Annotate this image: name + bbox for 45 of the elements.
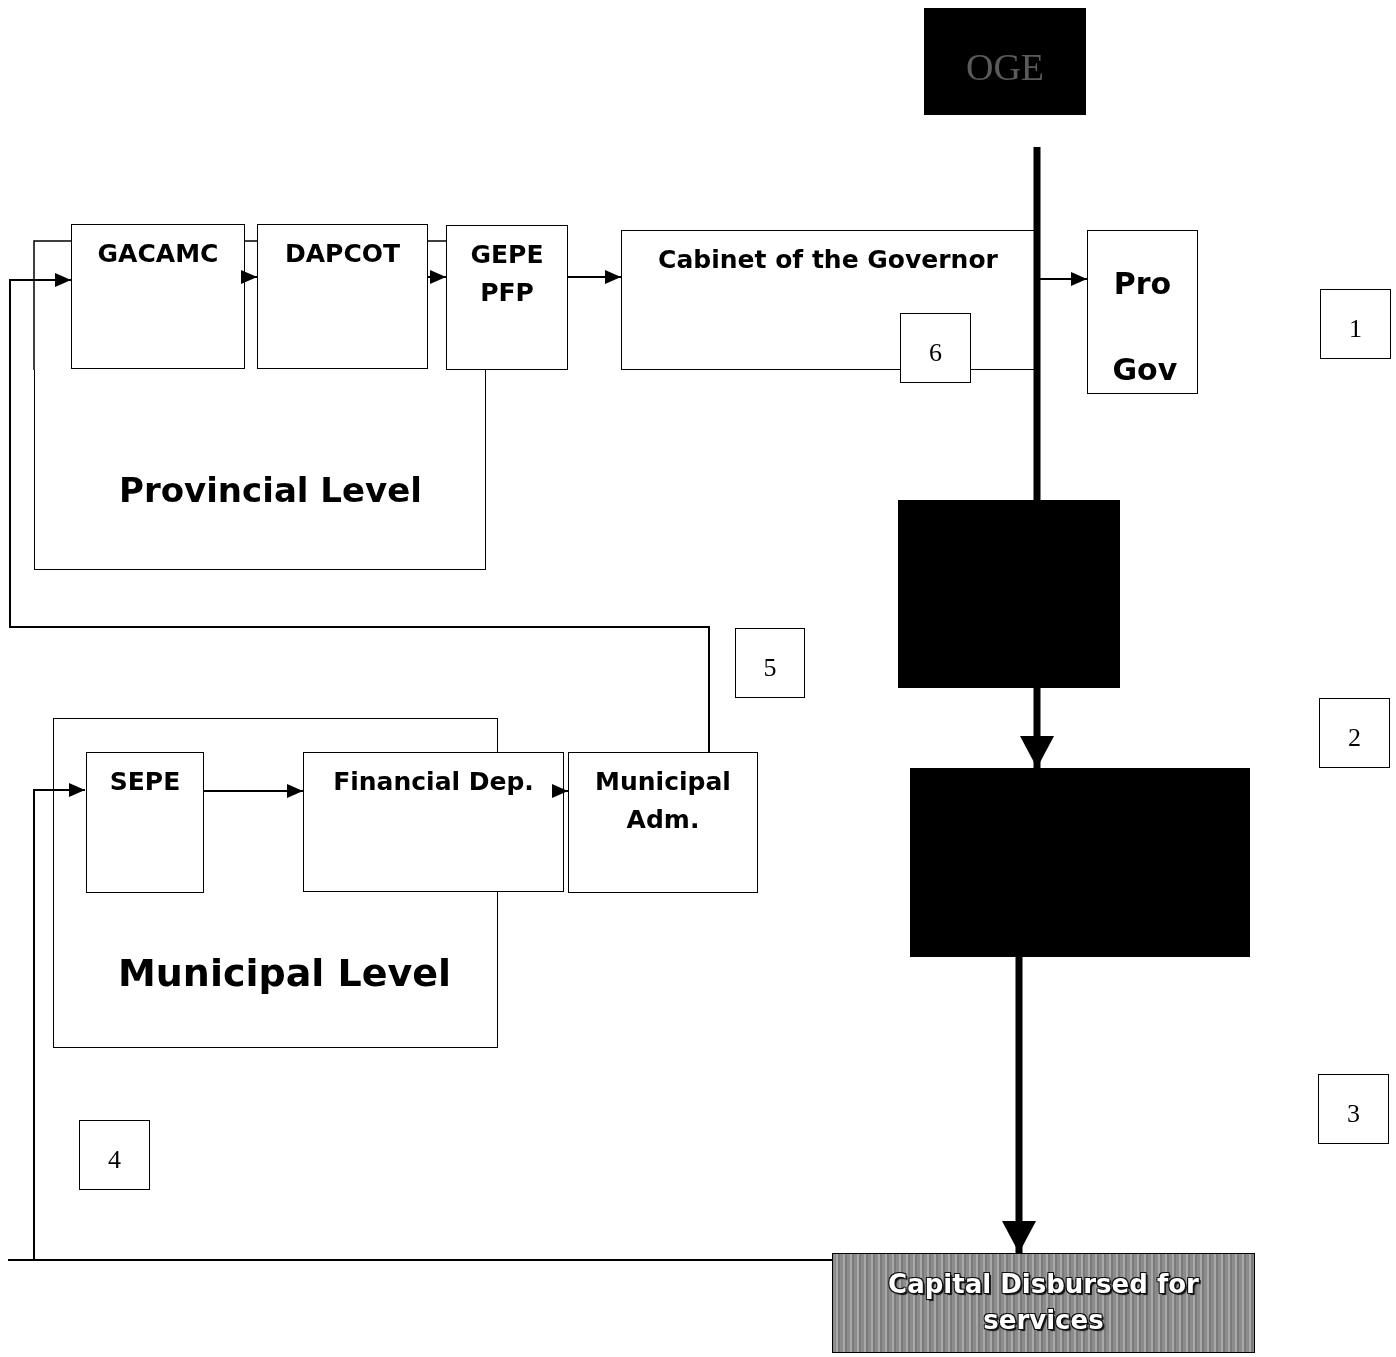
arrow: [552, 784, 569, 798]
process-box: [303, 752, 564, 892]
box-label: Financial Dep.: [332, 766, 535, 798]
box-label: GEPE PFP: [469, 239, 545, 309]
step-number: 3: [1347, 1099, 1360, 1129]
process-box: [568, 752, 758, 893]
arrow: [1020, 688, 1054, 768]
box-label: Municipal Adm.: [594, 766, 732, 836]
number-box: [79, 1120, 150, 1190]
process-box: [621, 230, 1035, 370]
number-box: [1318, 1074, 1389, 1144]
arrow: [427, 270, 447, 284]
level-label: Provincial Level: [119, 470, 422, 510]
box-label: OGE: [965, 44, 1045, 89]
arrow: [1002, 957, 1036, 1253]
arrow: [567, 270, 622, 284]
box-label: GACAMC: [96, 238, 220, 270]
process-box: [71, 224, 245, 369]
level-band: [34, 370, 486, 570]
process-box: [446, 225, 568, 370]
number-box: [1319, 698, 1390, 768]
number-box: [1320, 289, 1391, 359]
result-box: [832, 1253, 1255, 1353]
step-number: 4: [108, 1145, 121, 1175]
dark-box: [924, 8, 1086, 115]
box-label: Pro Gov: [1111, 265, 1177, 389]
dark-box: [898, 500, 1120, 688]
number-box: [735, 628, 805, 698]
level-label: Municipal Level: [118, 951, 452, 995]
number-box: [900, 313, 971, 383]
box-label: Cabinet of the Governor: [657, 244, 999, 276]
step-number: 2: [1348, 723, 1361, 753]
box-label: Capital Disbursed for services: [887, 1268, 1200, 1337]
process-box: [1087, 230, 1198, 394]
step-number: 5: [763, 653, 777, 683]
process-box: [257, 224, 428, 369]
arrow: [9, 273, 710, 753]
process-box: [86, 752, 204, 893]
box-label: DAPCOT: [283, 238, 402, 270]
step-number: 6: [929, 338, 942, 368]
dark-box: [910, 768, 1250, 957]
step-number: 1: [1349, 314, 1362, 344]
box-label: SEPE: [108, 766, 182, 798]
arrow: [241, 270, 258, 284]
arrow: [202, 784, 304, 798]
